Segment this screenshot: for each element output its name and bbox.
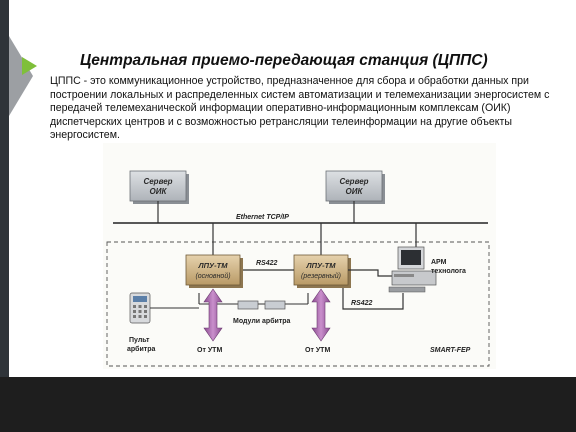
left-sidebar-strip (0, 0, 9, 432)
utm-arrow-right (311, 288, 331, 342)
from-utm-right-label: От УТМ (305, 347, 330, 354)
utm-arrow-left (203, 288, 223, 342)
arm-label-2: технолога (431, 268, 466, 275)
slide-title: Центральная приемо-передающая станция (Ц… (80, 52, 488, 69)
arbiter-module-2 (264, 300, 286, 310)
arbiter-panel-label-1: Пульт (129, 337, 150, 344)
smart-fep-label: SMART-FEP (430, 347, 471, 354)
server-right-label-2: ОИК (346, 187, 364, 196)
server-left-label-2: ОИК (150, 187, 168, 196)
arm-label-1: АРМ (431, 259, 447, 266)
lpu-main-label-1: ЛПУ-ТМ (197, 261, 228, 270)
from-utm-left-label: От УТМ (197, 347, 222, 354)
rs422-arm-link (342, 288, 404, 310)
server-right-label-1: Сервер (339, 177, 368, 186)
server-left-label-1: Сервер (143, 177, 172, 186)
diagram-canvas: Сервер ОИК Сервер ОИК Ethernet TCP/IP SM… (106, 170, 490, 367)
server-oik-left: Сервер ОИК (129, 170, 189, 204)
bottom-bar (0, 377, 576, 432)
smart-fep-boundary (106, 241, 490, 367)
sidebar-arrow-decoration (9, 36, 33, 116)
arbiter-modules-label: Модули арбитра (233, 317, 291, 325)
green-arrow-icon (22, 57, 37, 75)
lpu-reserve-label-1: ЛПУ-ТМ (305, 261, 336, 270)
lpu-reserve-label-2: (резервный) (301, 272, 341, 280)
lpu-arm-link (348, 269, 393, 277)
server-oik-right: Сервер ОИК (325, 170, 385, 204)
arbiter-panel-icon (129, 292, 151, 324)
arbiter-module-1 (237, 300, 259, 310)
lpu-tm-main: ЛПУ-ТМ (основной) (185, 254, 243, 288)
slide-description: ЦППС - это коммуникационное устройство, … (50, 75, 550, 142)
network-diagram: Сервер ОИК Сервер ОИК Ethernet TCP/IP SM… (103, 143, 496, 369)
rs422-top-label: RS422 (256, 260, 278, 267)
arbiter-panel-label-2: арбитра (127, 345, 156, 353)
ethernet-label: Ethernet TCP/IP (236, 214, 289, 221)
lpu-tm-reserve: ЛПУ-ТМ (резервный) (293, 254, 351, 288)
arm-computer-icon (388, 246, 437, 293)
lpu-main-label-2: (основной) (195, 272, 230, 280)
rs422-bottom-label: RS422 (351, 300, 373, 307)
